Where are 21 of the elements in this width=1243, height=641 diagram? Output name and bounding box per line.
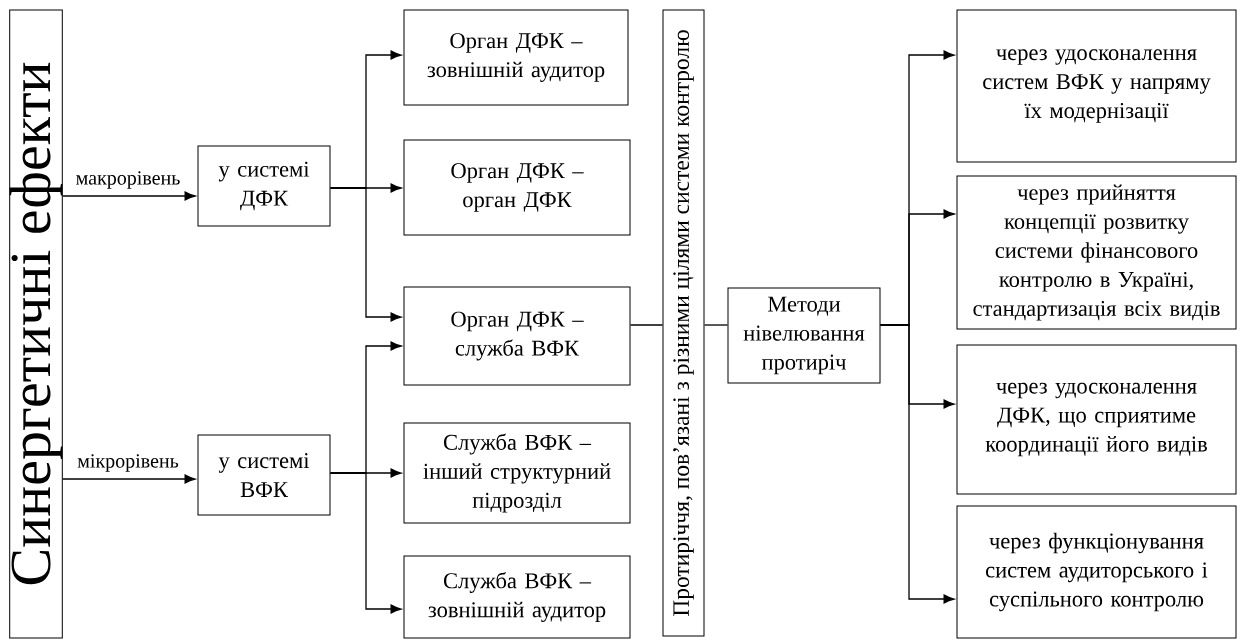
process-box: через удосконалення ДФК, що сприятиме координації його видів [956,344,1237,495]
edge-label: мікрорівень [76,453,180,473]
process-box: Служба ВФК – зовнішній аудитор [403,555,631,639]
process-box: через функціонування систем аудиторського і суспільного контролю [956,505,1237,639]
arrow [62,474,196,484]
process-box: через удосконалення систем ВФК у напряму їх модернізації [956,9,1237,163]
vertical-band: Синергетичні ефекти [9,9,63,639]
vertical-band: Протиріччя, пов’язані з різними цілями системи контролю [662,9,705,637]
process-box: у системі ВФК [197,434,331,516]
process-box: Служба ВФК – інший структурний підрозділ [403,422,631,524]
process-box: Методи нівелювання протиріч [727,287,881,384]
process-box: Орган ДФК – служба ВФК [403,286,631,386]
process-box: у системі ДФК [197,145,331,227]
process-box: Орган ДФК – орган ДФК [403,139,631,236]
process-box: через прийняття концепції розвитку системи фінансового контролю в Україні, стандартизація всіх видів [956,175,1237,330]
arrow [329,187,402,322]
process-box: Орган ДФК – зовнішній аудитор [403,9,629,106]
arrow [62,191,196,201]
arrow [329,472,402,614]
edge-label: макрорівень [74,170,182,190]
arrow [879,324,955,604]
